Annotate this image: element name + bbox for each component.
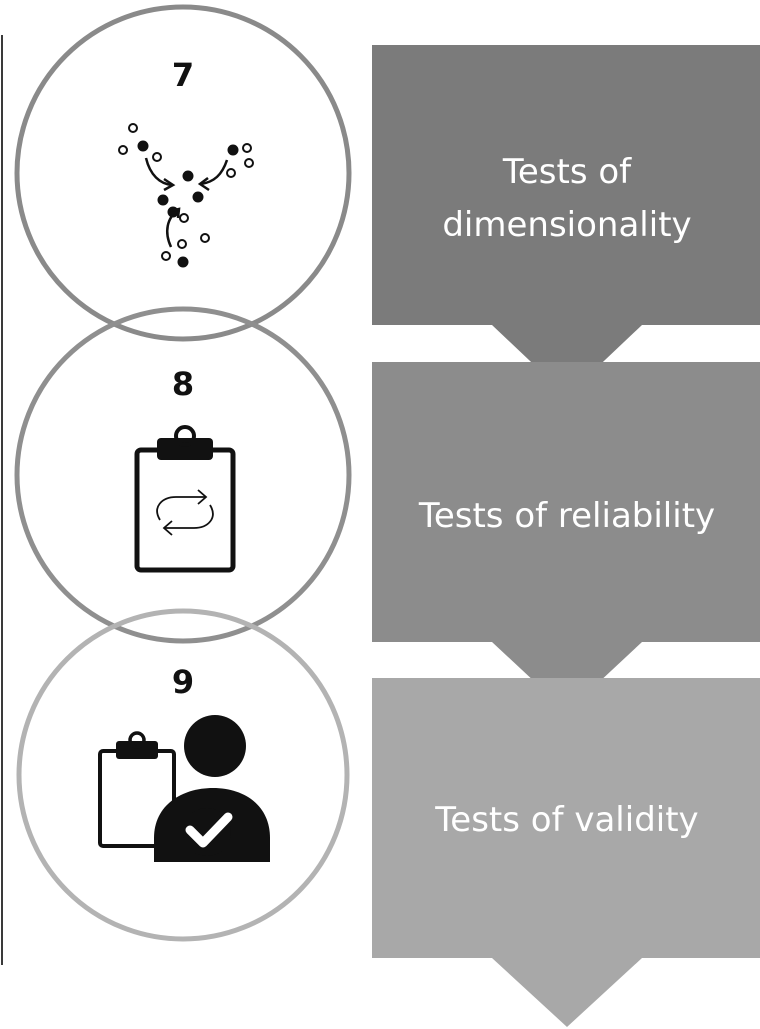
step-circle-9 [16, 608, 350, 942]
clipboard-user-check-icon [98, 715, 270, 862]
step-number-7: 7 [172, 56, 194, 94]
step-label-8: Tests of reliability [418, 496, 715, 536]
converging-clusters-icon [118, 123, 254, 268]
clipboard-repeat-icon [134, 425, 236, 573]
step-box-7: Tests of dimensionality [372, 45, 760, 396]
step-box-9: Tests of validity [372, 678, 760, 1027]
step-number-8: 8 [172, 365, 194, 403]
step-box-8: Tests of reliability [372, 362, 760, 712]
step-label-7-line-2: dimensionality [442, 205, 691, 245]
step-label-9: Tests of validity [434, 800, 698, 840]
step-circle-7 [14, 4, 352, 342]
step-circle-8 [14, 306, 352, 644]
step-number-9: 9 [172, 663, 194, 701]
step-label-7-line-1: Tests of [502, 152, 632, 192]
